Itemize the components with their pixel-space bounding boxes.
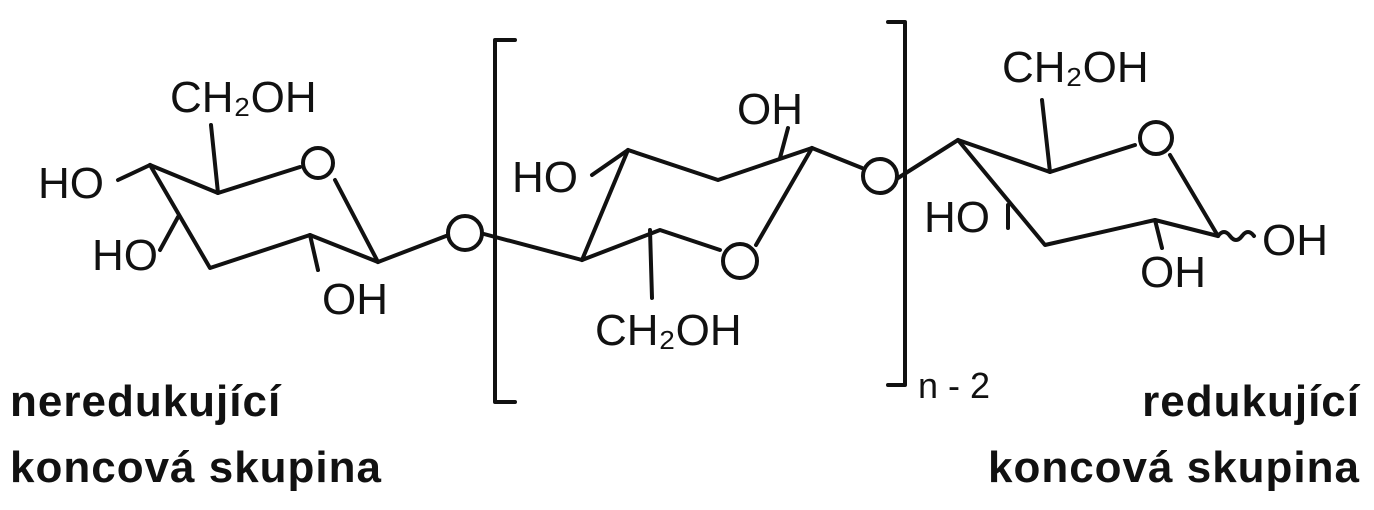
label-ch2oh-left: CH₂OH — [170, 73, 317, 122]
label-ho-middle: HO — [512, 153, 578, 202]
bridge-oxygen-left — [446, 214, 484, 252]
repeat-bracket-left — [493, 38, 517, 404]
label-ch2oh-right: CH₂OH — [1002, 43, 1149, 92]
middle-glucose-ring — [580, 126, 864, 300]
label-ho-left-top: HO — [38, 159, 104, 208]
label-ho-left-bottom: HO — [92, 231, 158, 280]
bridge-oxygen-right — [861, 157, 899, 195]
label-oh-right-bottom: OH — [1140, 248, 1206, 297]
left-glucose-ring — [116, 123, 448, 272]
bond-right-bridge — [896, 138, 960, 180]
repeat-bracket-right — [886, 20, 907, 387]
caption-reducing-line1: redukující — [1142, 377, 1360, 426]
bond-left-bridge — [482, 232, 584, 262]
ring-oxygen-left — [301, 146, 335, 180]
right-glucose-ring — [956, 98, 1256, 250]
ring-oxygen-right — [1138, 120, 1174, 156]
label-repeat-count: n - 2 — [918, 365, 990, 406]
caption-nonreducing-line2: koncová skupina — [10, 443, 383, 492]
label-oh-middle: OH — [737, 85, 803, 134]
caption-nonreducing-line1: neredukující — [10, 377, 282, 426]
ring-oxygen-middle — [721, 242, 759, 280]
caption-reducing-line2: koncová skupina — [987, 443, 1360, 492]
label-ch2oh-middle: CH₂OH — [595, 306, 742, 355]
label-oh-left: OH — [322, 275, 388, 324]
label-oh-anomeric: OH — [1262, 216, 1328, 265]
label-ho-right: HO — [924, 193, 990, 242]
